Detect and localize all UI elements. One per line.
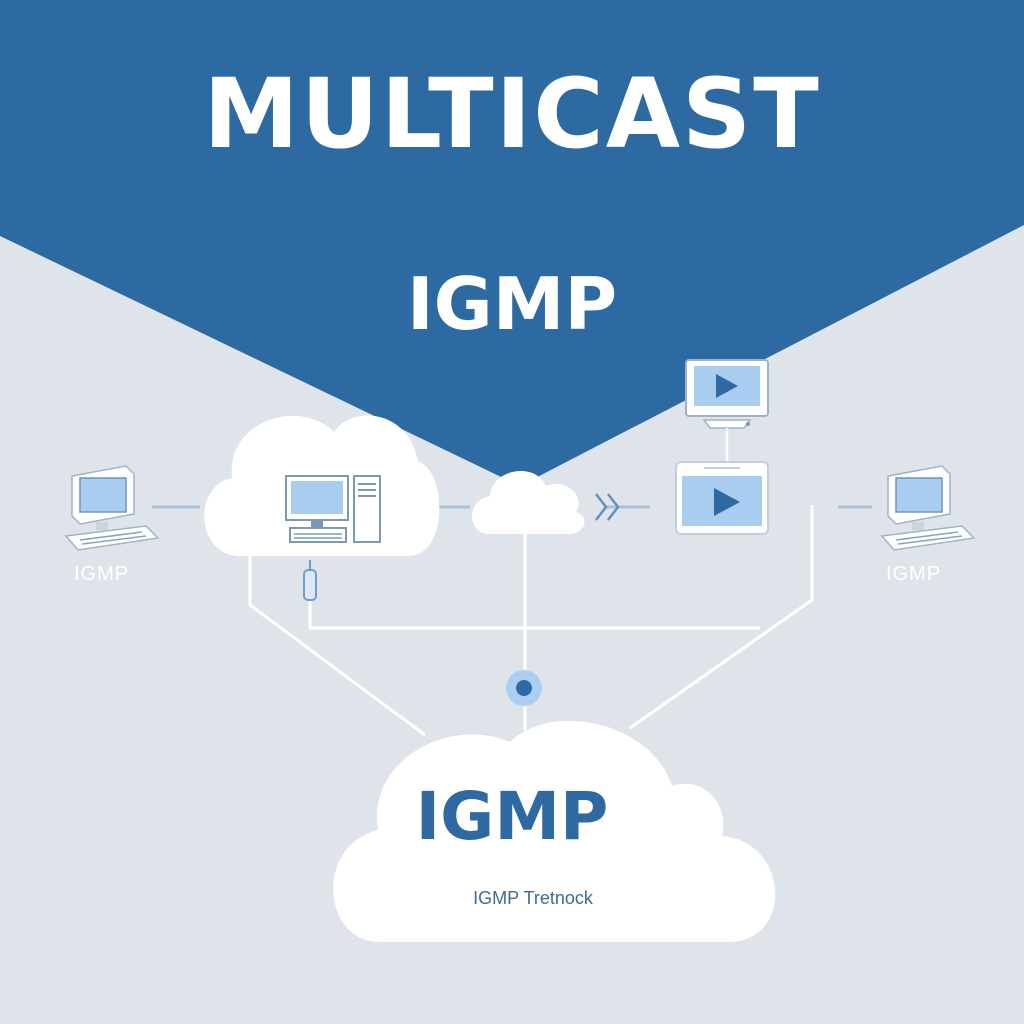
center-cloud-icon xyxy=(472,471,585,534)
tablet-play-icon xyxy=(675,461,769,535)
cloud-subtitle: IGMP Tretnock xyxy=(473,888,593,908)
left-host-computer-icon xyxy=(65,465,159,551)
page-title: MULTICAST xyxy=(203,58,821,170)
left-host-label: IGMP xyxy=(74,563,130,585)
desktop-computer-icon xyxy=(285,475,381,543)
connection-lines xyxy=(152,505,872,737)
connector-plug-icon xyxy=(303,560,317,601)
monitor-play-icon xyxy=(685,359,769,462)
junction-node-icon xyxy=(506,670,542,706)
banner-shape xyxy=(0,0,1024,486)
right-host-computer-icon xyxy=(881,465,975,551)
forward-chevrons-icon xyxy=(595,493,620,521)
right-host-label: IGMP xyxy=(886,563,942,585)
cloud-title: IGMP xyxy=(415,778,609,855)
bottom-cloud-icon xyxy=(333,720,776,942)
protocol-subtitle: IGMP xyxy=(406,262,618,346)
